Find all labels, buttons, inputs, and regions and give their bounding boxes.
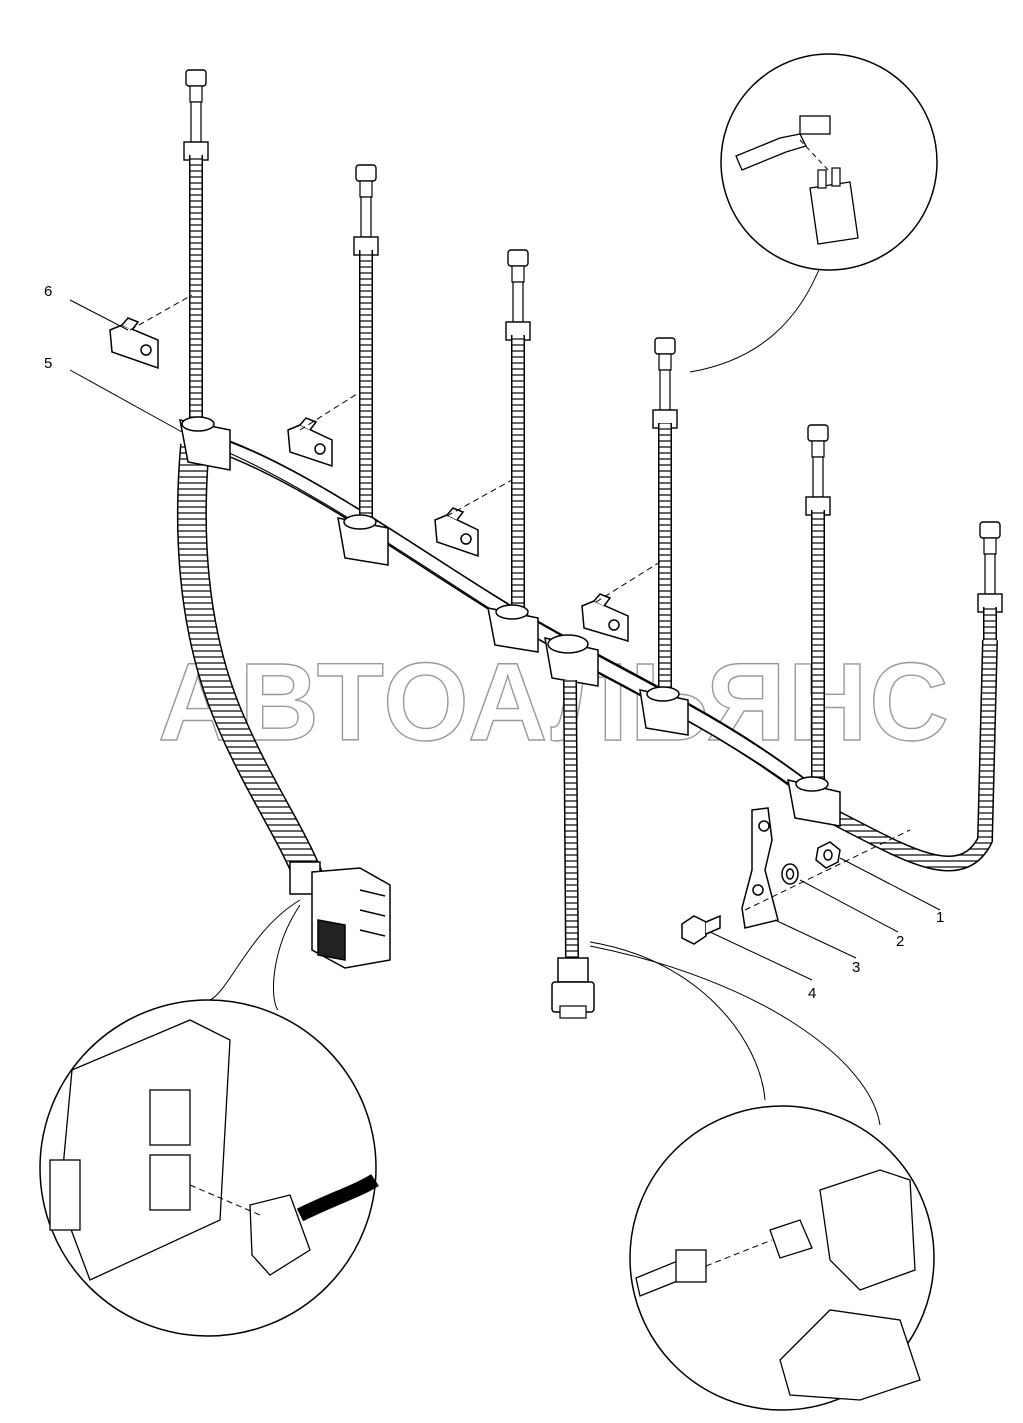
detail-circle-ecu bbox=[39, 999, 379, 1337]
fastener-set bbox=[681, 807, 841, 945]
right-corrugated-conduit bbox=[826, 639, 998, 872]
harness-branch bbox=[183, 69, 209, 425]
callout-5: 5 bbox=[44, 355, 52, 372]
harness-branch bbox=[505, 249, 531, 612]
down-branch bbox=[551, 679, 595, 1019]
detail-circle-sensor bbox=[720, 53, 938, 271]
harness-branch bbox=[805, 424, 831, 784]
harness-branch bbox=[652, 337, 678, 694]
callout-labels: 6 5 1 2 3 4 bbox=[44, 283, 944, 1002]
callout-3: 3 bbox=[852, 959, 860, 976]
ecu-connector bbox=[289, 861, 391, 969]
harness-branch bbox=[353, 164, 379, 522]
t-junctions bbox=[179, 416, 841, 827]
harness-branch bbox=[977, 521, 1003, 640]
callout-2: 2 bbox=[896, 933, 904, 950]
callout-1: 1 bbox=[936, 909, 944, 926]
detail-circle-valve bbox=[629, 1105, 935, 1411]
callout-4: 4 bbox=[808, 985, 816, 1002]
leader-lines bbox=[69, 261, 941, 1126]
left-corrugated-conduit bbox=[176, 443, 324, 886]
vertical-branches bbox=[183, 69, 1003, 784]
callout-6: 6 bbox=[44, 283, 52, 300]
